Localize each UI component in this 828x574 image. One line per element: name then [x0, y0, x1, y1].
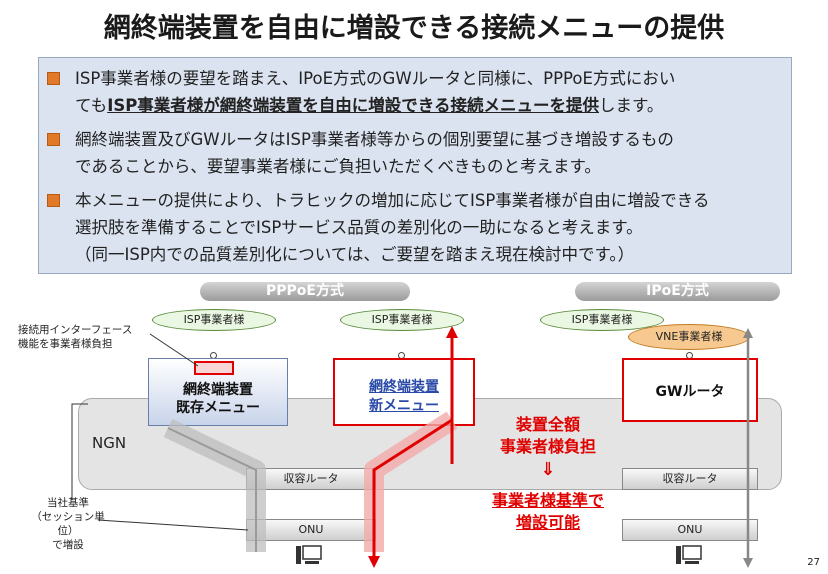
bullet-line: 本メニューの提供により、トラヒックの増加に応じてISP事業者様が自由に増設できる: [75, 187, 787, 214]
summary-box: ISP事業者様の要望を踏まえ、IPoE方式のGWルータと同様に、PPPoE方式に…: [38, 57, 792, 274]
existing-nte-line2: 既存メニュー: [176, 400, 260, 416]
body-text: 選択肢を準備することでISPサービス品質の差別化の一助になると考えます。: [75, 218, 643, 237]
body-text: します。: [598, 96, 664, 115]
body-text: であることから、要望事業者様にご負担いただくべきものと考えます。: [75, 157, 601, 176]
onu-ipoe: ONU: [622, 519, 758, 541]
body-text: 網終端装置及びGWルータはISP事業者様等からの個別要望に基づき増設するもの: [75, 130, 674, 149]
aggregation-router-ipoe: 収容ルータ: [622, 468, 758, 490]
note-line: 増設可能: [515, 513, 580, 532]
annotation-line: で増設: [52, 539, 84, 551]
annotation-line: 接続用インターフェース: [18, 324, 133, 336]
isp-ellipse-new: ISP事業者様: [340, 309, 464, 331]
expansion-note: 事業者様基準で 増設可能: [466, 490, 630, 534]
annotation-line: 当社基準: [47, 497, 89, 509]
body-text: ても: [75, 96, 108, 115]
down-arrow-glyph: ⇓: [540, 459, 556, 480]
bullet-square-icon: [47, 72, 60, 85]
aggregation-router-pppoe: 収容ルータ: [246, 468, 376, 490]
page-number: 27: [807, 557, 820, 568]
note-line: 装置全額: [515, 415, 580, 434]
bullet-line: 網終端装置及びGWルータはISP事業者様等からの個別要望に基づき増設するもの: [75, 126, 787, 153]
gw-router-box: GWルータ: [622, 358, 758, 422]
existing-tunnel-core: [167, 427, 257, 552]
pc-icon-pppoe: [296, 545, 322, 564]
note-line: 事業者様基準で: [491, 491, 604, 510]
annotation-pointer: [149, 333, 199, 367]
annotation-line: 機能を事業者様負担: [18, 338, 113, 350]
note-line: 事業者様負担: [499, 437, 596, 456]
existing-nte-line1: 網終端装置: [183, 382, 253, 398]
body-text: （同一ISP内での品質差別化については、ご要望を踏まえ現在検討中です。）: [75, 245, 635, 264]
ipoe-arrow-down-head: [743, 558, 753, 568]
arrow-down-head: [368, 556, 380, 568]
vne-ellipse: VNE事業者様: [628, 324, 750, 350]
interface-function-marker: [194, 361, 234, 375]
body-text: 本メニューの提供により、トラヒックの増加に応じてISP事業者様が自由に増設できる: [75, 191, 710, 210]
annotation-bracket: [71, 403, 88, 500]
new-nte-line2: 新メニュー: [369, 398, 439, 414]
new-tunnel-path: [364, 411, 458, 552]
pppoe-header: PPPoE方式: [200, 282, 410, 301]
bullet-line: てもISP事業者様が網終端装置を自由に増設できる接続メニューを提供します。: [75, 92, 787, 119]
page-title: 網終端装置を自由に増設できる接続メニューの提供: [103, 13, 725, 44]
ipoe-header: IPoE方式: [575, 282, 780, 301]
bullet-square-icon: [47, 194, 60, 207]
bullet-text: ISP事業者様の要望を踏まえ、IPoE方式のGWルータと同様に、PPPoE方式に…: [75, 65, 787, 119]
bullet-line: であることから、要望事業者様にご負担いただくべきものと考えます。: [75, 153, 787, 180]
emphasis-text: ISP事業者様が網終端装置を自由に増設できる接続メニューを提供: [107, 96, 599, 115]
annotation-line: （セッション単位）: [31, 511, 105, 537]
session-annotation: 当社基準 （セッション単位） で増設: [28, 496, 108, 552]
bullet-text: 本メニューの提供により、トラヒックの増加に応じてISP事業者様が自由に増設できる…: [75, 187, 787, 268]
bullet-line: ISP事業者様の要望を踏まえ、IPoE方式のGWルータと同様に、PPPoE方式に…: [75, 65, 787, 92]
ipoe-arrow-up-head: [743, 328, 753, 338]
bullet-line: （同一ISP内での品質差別化については、ご要望を踏まえ現在検討中です。）: [75, 241, 787, 268]
body-text: ISP事業者様の要望を踏まえ、IPoE方式のGWルータと同様に、PPPoE方式に…: [75, 69, 676, 88]
cost-burden-note: 装置全額 事業者様負担: [478, 414, 618, 458]
arrow-up-head: [446, 326, 458, 338]
bullet-text: 網終端装置及びGWルータはISP事業者様等からの個別要望に基づき増設するものであ…: [75, 126, 787, 180]
existing-tunnel-path: [163, 418, 266, 552]
isp-ellipse-existing: ISP事業者様: [152, 309, 276, 331]
isp-ellipse-ipoe: ISP事業者様: [540, 309, 664, 331]
ngn-label: NGN: [92, 434, 127, 452]
interface-annotation: 接続用インターフェース 機能を事業者様負担: [18, 323, 132, 351]
bullet-square-icon: [47, 133, 60, 146]
new-nte-line1: 網終端装置: [369, 379, 439, 395]
bullet-line: 選択肢を準備することでISPサービス品質の差別化の一助になると考えます。: [75, 214, 787, 241]
pc-icon-ipoe: [676, 545, 702, 564]
onu-pppoe: ONU: [246, 519, 376, 541]
annotation-pointer-2: [97, 519, 249, 531]
new-route-arrow-down: [372, 418, 453, 560]
